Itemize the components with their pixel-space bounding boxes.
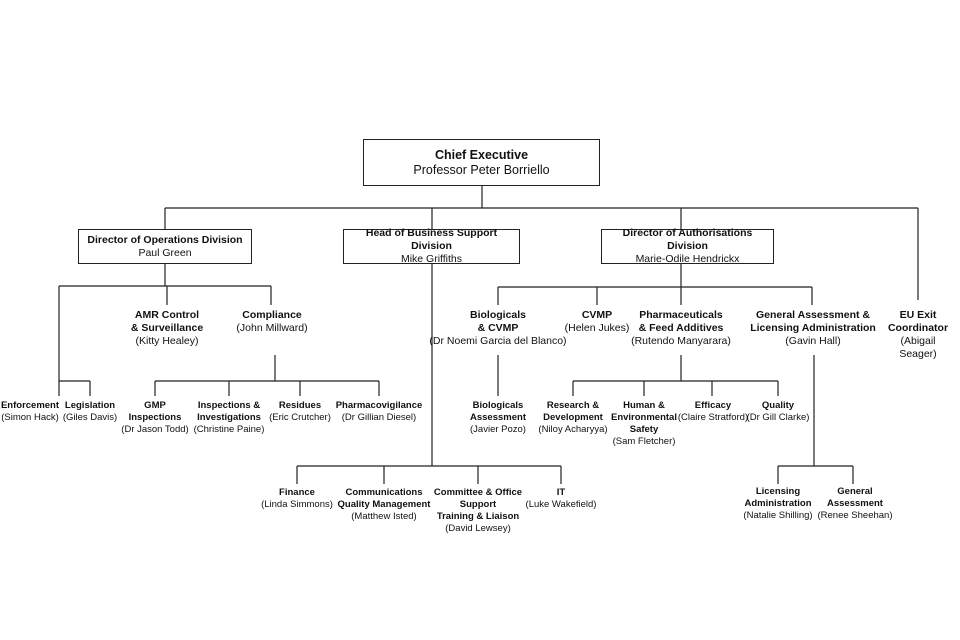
cvmp-name: (Helen Jukes): [564, 322, 630, 334]
general-assessment-sub-node: General Assessment (Renee Sheehan): [818, 486, 893, 522]
inspections-title: Inspections & Investigations: [197, 400, 261, 423]
human-safety-name: (Sam Fletcher): [612, 436, 676, 447]
legislation-title: Legislation: [64, 400, 116, 411]
biologicals-name: (Dr Noemi Garcia del Blanco): [429, 335, 567, 347]
communications-node: Communications Quality Management (Matth…: [338, 487, 431, 523]
compliance-node: Compliance (John Millward): [236, 309, 307, 335]
business-head-name: Mike Griffiths: [400, 253, 463, 265]
authorisations-director-box: Director of Authorisations Division Mari…: [601, 227, 774, 265]
gen-assessment-title: General Assessment: [827, 486, 883, 509]
pharmacovigilance-title: Pharmacovigilance: [335, 400, 423, 411]
finance-title: Finance: [279, 487, 315, 498]
inspections-investigations-node: Inspections & Investigations (Christine …: [194, 400, 265, 436]
pharmacovigilance-node: Pharmacovigilance (Dr Gillian Diesel): [336, 400, 423, 424]
operations-director-box: Director of Operations Division Paul Gre…: [78, 229, 252, 264]
business-head-title: Head of Business Support Division: [365, 227, 498, 252]
quality-name: (Dr Gill Clarke): [746, 412, 810, 423]
human-environmental-safety-node: Human & Environmental Safety (Sam Fletch…: [611, 400, 677, 448]
pharmacovigilance-name: (Dr Gillian Diesel): [341, 412, 417, 423]
business-head-box: Head of Business Support Division Mike G…: [343, 227, 520, 265]
gmp-inspections-node: GMP Inspections (Dr Jason Todd): [121, 400, 188, 436]
authorisations-director-name: Marie-Odile Hendrickx: [635, 253, 740, 265]
gmp-title: GMP Inspections: [128, 400, 182, 423]
biologicals-cvmp-node: Biologicals & CVMP (Dr Noemi Garcia del …: [429, 309, 566, 348]
amr-name: (Kitty Healey): [135, 335, 199, 347]
it-node: IT (Luke Wakefield): [526, 487, 597, 511]
compliance-name: (John Millward): [236, 322, 308, 334]
amr-title: AMR Control & Surveillance: [130, 309, 204, 334]
communications-title: Communications Quality Management: [337, 487, 431, 510]
research-name: (Niloy Acharyya): [538, 424, 608, 435]
pharmaceuticals-node: Pharmaceuticals & Feed Additives (Rutend…: [631, 309, 731, 348]
finance-name: (Linda Simmons): [261, 499, 333, 510]
research-title: Research & Development: [543, 400, 603, 423]
bio-assessment-title: Biologicals Assessment: [470, 400, 526, 423]
eu-exit-coordinator-node: EU Exit Coordinator (Abigail Seager): [888, 309, 948, 361]
chief-executive-name: Professor Peter Borriello: [413, 162, 550, 177]
operations-director-title: Director of Operations Division: [87, 233, 243, 246]
efficacy-node: Efficacy (Claire Stratford): [678, 400, 748, 424]
efficacy-name: (Claire Stratford): [677, 412, 749, 423]
general-title: General Assessment & Licensing Administr…: [750, 309, 876, 334]
human-safety-title: Human & Environmental Safety: [611, 400, 677, 435]
biologicals-title: Biologicals & CVMP: [469, 309, 527, 334]
research-development-node: Research & Development (Niloy Acharyya): [538, 400, 607, 436]
chief-executive-box: Chief Executive Professor Peter Borriell…: [363, 139, 600, 186]
pharmaceuticals-title: Pharmaceuticals & Feed Additives: [638, 309, 724, 334]
committee-office-node: Committee & Office Support Training & Li…: [434, 487, 522, 535]
licensing-title: Licensing Administration: [744, 486, 812, 509]
quality-title: Quality: [761, 400, 795, 411]
enforcement-title: Enforcement: [0, 400, 60, 411]
legislation-name: (Giles Davis): [62, 412, 118, 423]
gmp-name: (Dr Jason Todd): [121, 424, 189, 435]
it-name: (Luke Wakefield): [525, 499, 597, 510]
gen-assessment-name: (Renee Sheehan): [817, 510, 893, 521]
eu-exit-name: (Abigail Seager): [899, 335, 937, 360]
cvmp-node: CVMP (Helen Jukes): [565, 309, 630, 335]
pharmaceuticals-name: (Rutendo Manyarara): [631, 335, 731, 347]
cvmp-title: CVMP: [581, 309, 613, 321]
committee-title: Committee & Office Support Training & Li…: [433, 487, 523, 522]
general-name: (Gavin Hall): [785, 335, 841, 347]
finance-node: Finance (Linda Simmons): [261, 487, 333, 511]
legislation-node: Legislation (Giles Davis): [63, 400, 117, 424]
authorisations-director-title: Director of Authorisations Division: [622, 227, 753, 252]
licensing-name: (Natalie Shilling): [743, 510, 813, 521]
enforcement-node: Enforcement (Simon Hack): [1, 400, 59, 424]
bio-assessment-name: (Javier Pozo): [470, 424, 526, 435]
amr-control-node: AMR Control & Surveillance (Kitty Healey…: [131, 309, 203, 348]
residues-title: Residues: [278, 400, 322, 411]
residues-name: (Eric Crutcher): [269, 412, 331, 423]
committee-name: (David Lewsey): [445, 523, 511, 534]
quality-node: Quality (Dr Gill Clarke): [747, 400, 810, 424]
biologicals-assessment-node: Biologicals Assessment (Javier Pozo): [470, 400, 526, 436]
it-title: IT: [556, 487, 566, 498]
inspections-name: (Christine Paine): [193, 424, 265, 435]
eu-exit-title: EU Exit Coordinator: [887, 309, 949, 334]
compliance-title: Compliance: [242, 309, 302, 321]
efficacy-title: Efficacy: [694, 400, 732, 411]
residues-node: Residues (Eric Crutcher): [269, 400, 331, 424]
enforcement-name: (Simon Hack): [1, 412, 59, 423]
chief-executive-title: Chief Executive: [434, 147, 529, 162]
licensing-administration-node: Licensing Administration (Natalie Shilli…: [743, 486, 812, 522]
operations-director-name: Paul Green: [138, 246, 192, 259]
general-assessment-node: General Assessment & Licensing Administr…: [750, 309, 876, 348]
communications-name: (Matthew Isted): [351, 511, 417, 522]
